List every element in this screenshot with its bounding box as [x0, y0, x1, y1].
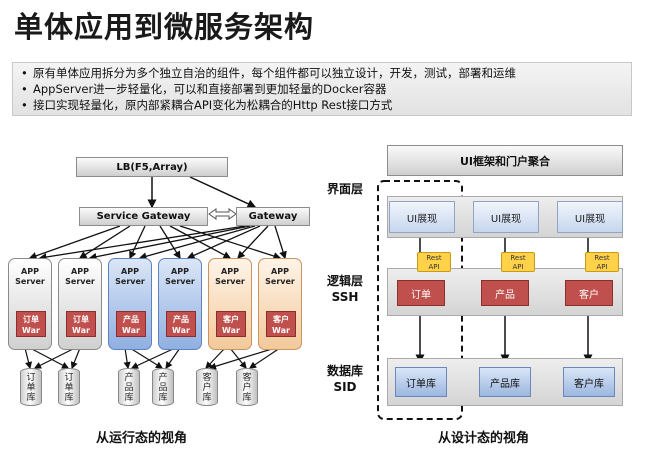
service-database-box: 客户库: [563, 367, 615, 397]
rest-api-badge: Rest API: [501, 252, 535, 272]
rest-api-badge: Rest API: [585, 252, 619, 272]
ui-presentation-box: UI展现: [557, 201, 623, 233]
bullet-text: 原有单体应用拆分为多个独立自治的组件，每个组件都可以独立设计，开发，测试，部署和…: [33, 66, 516, 80]
database-cylinder: 产 品 库: [152, 368, 174, 406]
ui-presentation-box: UI展现: [389, 201, 455, 233]
service-database-box: 订单库: [395, 367, 447, 397]
app-server: APP Server 订单 War: [58, 258, 102, 350]
service-module-box: 订单: [397, 280, 445, 306]
app-server-label: APP Server: [115, 267, 145, 286]
app-server: APP Server 订单 War: [8, 258, 52, 350]
bullet-item: •原有单体应用拆分为多个独立自治的组件，每个组件都可以独立设计，开发，测试，部署…: [21, 66, 516, 80]
logic-layer-label: 逻辑层 SSH: [326, 274, 363, 304]
app-server-label: APP Server: [165, 267, 195, 286]
ui-layer-label: 界面层: [326, 182, 363, 196]
app-server: APP Server 客户 War: [258, 258, 302, 350]
bullet-item: •接口实现轻量化，原内部紧耦合API变化为松耦合的Http Rest接口方式: [21, 98, 393, 112]
rest-api-badge: Rest API: [417, 252, 451, 272]
portal-aggregation-box: UI框架和门户聚合: [387, 145, 623, 176]
war-package: 订单 War: [66, 311, 96, 337]
war-package: 客户 War: [216, 311, 246, 337]
app-server: APP Server 客户 War: [208, 258, 252, 350]
service-module-box: 客户: [565, 280, 613, 306]
load-balancer-box: LB(F5,Array): [76, 157, 228, 177]
war-package: 客户 War: [266, 311, 296, 337]
war-package: 产品 War: [116, 311, 146, 337]
bullet-text: 接口实现轻量化，原内部紧耦合API变化为松耦合的Http Rest接口方式: [33, 98, 393, 112]
app-server: APP Server 产品 War: [158, 258, 202, 350]
bullet-text: AppServer进一步轻量化，可以和直接部署到更加轻量的Docker容器: [33, 82, 387, 96]
app-server-label: APP Server: [65, 267, 95, 286]
app-server-label: APP Server: [15, 267, 45, 286]
service-database-box: 产品库: [479, 367, 531, 397]
page-title: 单体应用到微服务架构: [14, 10, 315, 44]
gateway-box: Gateway: [236, 207, 310, 226]
service-module-box: 产品: [481, 280, 529, 306]
app-server: APP Server 产品 War: [108, 258, 152, 350]
bullet-list: •原有单体应用拆分为多个独立自治的组件，每个组件都可以独立设计，开发，测试，部署…: [12, 62, 632, 116]
war-package: 产品 War: [166, 311, 196, 337]
bullet-item: •AppServer进一步轻量化，可以和直接部署到更加轻量的Docker容器: [21, 82, 387, 96]
database-cylinder: 客 户 库: [196, 368, 218, 406]
service-gateway-box: Service Gateway: [79, 207, 208, 226]
ui-presentation-box: UI展现: [473, 201, 539, 233]
database-cylinder: 订 单 库: [20, 368, 42, 406]
war-package: 订单 War: [16, 311, 46, 337]
runtime-view-caption: 从运行态的视角: [96, 431, 188, 446]
app-server-label: APP Server: [265, 267, 295, 286]
design-view-caption: 从设计态的视角: [438, 431, 530, 446]
database-cylinder: 订 单 库: [58, 368, 80, 406]
database-cylinder: 客 户 库: [236, 368, 258, 406]
database-cylinder: 产 品 库: [118, 368, 140, 406]
app-server-label: APP Server: [215, 267, 245, 286]
db-layer-label: 数据库 SID: [326, 364, 363, 394]
